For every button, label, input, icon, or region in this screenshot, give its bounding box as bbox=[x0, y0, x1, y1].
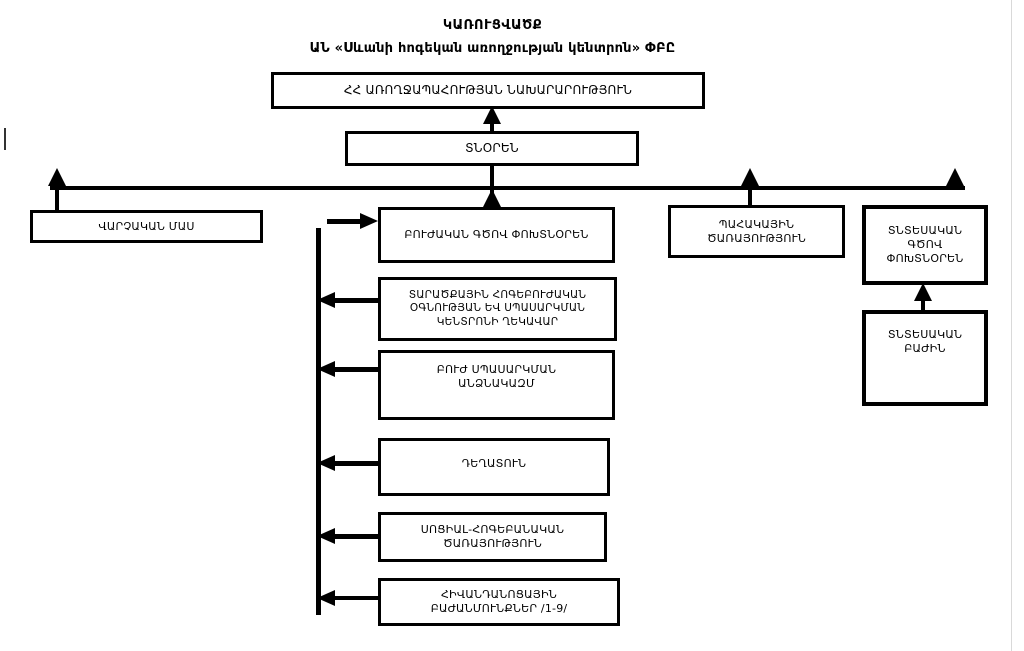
connector-social-to-spine bbox=[330, 534, 378, 539]
up-arrowhead-deputy-medical bbox=[483, 189, 501, 207]
left-arrowhead-pharmacy bbox=[317, 455, 335, 471]
node-deputy-medical: ԲՈՒԺԱԿԱՆ ԳԾՈՎ ՓՈԽՏՆՕՐԵՆ bbox=[378, 207, 615, 263]
connector-main-rail bbox=[50, 186, 965, 190]
connector-spine-to-deputy-medical bbox=[327, 219, 363, 224]
node-territorial-center-head: ՏԱՐԱԾՔԱՅԻՆ ՀՈԳԵԲՈՒԺԱԿԱՆ ՕԳՆՈՒԹՅԱՆ ԵՎ ՍՊԱ… bbox=[378, 277, 617, 341]
node-director-label: ՏՆՕՐԵՆ bbox=[465, 141, 519, 155]
node-guard-service: ՊԱՀԱԿԱՅԻՆ ԾԱՌԱՅՈՒԹՅՈՒՆ bbox=[668, 205, 845, 258]
node-deputy-economic-label: ՏՆՏԵՍԱԿԱՆ ԳԾՈՎ ՓՈԽՏՆՕՐԵՆ bbox=[886, 224, 964, 265]
connector-territorial-to-spine bbox=[330, 298, 378, 303]
connector-director-to-deputy-medical bbox=[490, 165, 494, 207]
node-deputy-economic: ՏՆՏԵՍԱԿԱՆ ԳԾՈՎ ՓՈԽՏՆՕՐԵՆ bbox=[862, 205, 988, 285]
connector-hospital-to-spine bbox=[330, 596, 378, 600]
node-deputy-medical-label: ԲՈՒԺԱԿԱՆ ԳԾՈՎ ՓՈԽՏՆՕՐԵՆ bbox=[404, 228, 589, 242]
left-arrowhead-social bbox=[317, 528, 335, 544]
node-medical-staff: ԲՈՒԺ ՍՊԱՍԱՐԿՄԱՆ ԱՆՁՆԱԿԱԶՄ bbox=[378, 350, 615, 420]
stray-cursor-mark bbox=[4, 128, 6, 150]
node-hospital-departments-label: ՀԻՎԱՆԴԱՆՈՑԱՅԻՆ ԲԱԺԱՆՄՈՒՆՔՆԵՐ /1-9/ bbox=[430, 588, 568, 615]
node-admin-part: ՎԱՐՉԱԿԱՆ ՄԱՍ bbox=[30, 210, 263, 243]
up-arrowhead-deputy-economic bbox=[946, 168, 964, 186]
node-territorial-center-head-label: ՏԱՐԱԾՔԱՅԻՆ ՀՈԳԵԲՈՒԺԱԿԱՆ ՕԳՆՈՒԹՅԱՆ ԵՎ ՍՊԱ… bbox=[408, 289, 587, 328]
page-title: ԿԱՌՈՒՑՎԱԾՔ bbox=[442, 18, 543, 33]
node-social-psych-service-label: ՍՈՑԻԱԼ-ՀՈԳԵԲԱՆԱԿԱՆ ԾԱՌԱՅՈՒԹՅՈՒՆ bbox=[420, 523, 565, 550]
page-subtitle: ԱՆ «Սևանի հոգեկան առողջության կենտրոն» Փ… bbox=[309, 41, 676, 56]
node-pharmacy: ԴԵՂԱՏՈՒՆ bbox=[378, 438, 610, 496]
up-arrowhead-economic bbox=[914, 283, 932, 301]
up-arrowhead-guard bbox=[741, 168, 759, 186]
up-arrowhead-ministry bbox=[483, 106, 501, 124]
left-arrowhead-territorial bbox=[317, 292, 335, 308]
node-social-psych-service: ՍՈՑԻԱԼ-ՀՈԳԵԲԱՆԱԿԱՆ ԾԱՌԱՅՈՒԹՅՈՒՆ bbox=[378, 512, 607, 562]
connector-pharmacy-to-spine bbox=[330, 461, 378, 466]
node-guard-service-label: ՊԱՀԱԿԱՅԻՆ ԾԱՌԱՅՈՒԹՅՈՒՆ bbox=[707, 217, 806, 245]
node-director: ՏՆՕՐԵՆ bbox=[345, 131, 639, 166]
connector-medical-staff-to-spine bbox=[330, 367, 378, 372]
left-arrowhead-hospital bbox=[317, 590, 335, 606]
node-ministry: ՀՀ ԱՌՈՂՋԱՊԱՀՈՒԹՅԱՆ ՆԱԽԱՐԱՐՈՒԹՅՈՒՆ bbox=[271, 72, 705, 109]
page-edge-line bbox=[1011, 0, 1012, 651]
up-arrowhead-admin bbox=[48, 168, 66, 186]
node-economic-dept-label: ՏՆՏԵՍԱԿԱՆ ԲԱԺԻՆ bbox=[887, 328, 963, 355]
left-arrowhead-medical-staff bbox=[317, 361, 335, 377]
node-ministry-label: ՀՀ ԱՌՈՂՋԱՊԱՀՈՒԹՅԱՆ ՆԱԽԱՐԱՐՈՒԹՅՈՒՆ bbox=[343, 83, 633, 97]
connector-collector-spine bbox=[316, 228, 321, 615]
node-medical-staff-label: ԲՈՒԺ ՍՊԱՍԱՐԿՄԱՆ ԱՆՁՆԱԿԱԶՄ bbox=[436, 363, 557, 390]
connector-guard-to-rail bbox=[748, 190, 752, 205]
connector-admin-to-rail bbox=[55, 190, 59, 210]
node-pharmacy-label: ԴԵՂԱՏՈՒՆ bbox=[461, 457, 527, 470]
node-economic-dept: ՏՆՏԵՍԱԿԱՆ ԲԱԺԻՆ bbox=[862, 310, 988, 406]
right-arrowhead-deputy-medical bbox=[360, 213, 378, 229]
node-admin-part-label: ՎԱՐՉԱԿԱՆ ՄԱՍ bbox=[98, 219, 195, 233]
node-hospital-departments: ՀԻՎԱՆԴԱՆՈՑԱՅԻՆ ԲԱԺԱՆՄՈՒՆՔՆԵՐ /1-9/ bbox=[378, 578, 620, 626]
